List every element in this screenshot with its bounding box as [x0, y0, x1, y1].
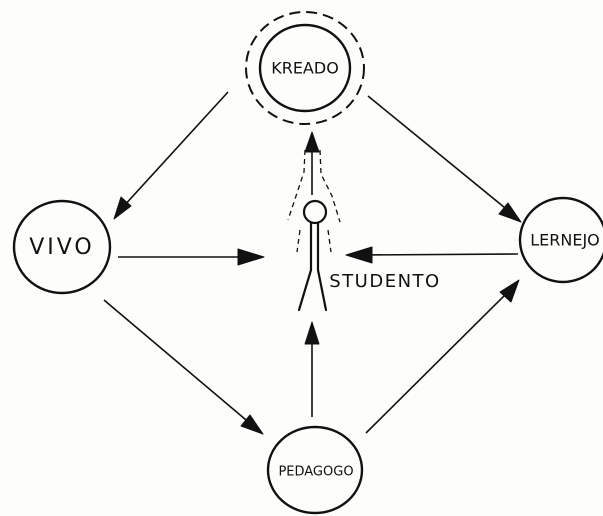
arrow-kreado-to-lernejo [367, 95, 522, 223]
edges [103, 91, 522, 435]
aura-right-short [327, 229, 332, 253]
arrow-vivo-to-pedagogo [103, 299, 264, 435]
studento-label: STUDENTO [329, 271, 440, 292]
aura-left-short [296, 229, 301, 253]
kreado-label: KREADO [271, 59, 339, 78]
arrow-pedagogo-to-studento [304, 321, 320, 417]
lernejo-label: LERNEJO [530, 231, 600, 250]
node-pedagogo: PEDAGOGO [266, 425, 364, 515]
arrow-kreado-to-vivo [113, 91, 229, 220]
lernejo-circle [518, 196, 603, 284]
arrow-lernejo-to-studento [345, 246, 519, 264]
kreado-halo [245, 11, 365, 125]
node-lernejo: LERNEJO [518, 196, 603, 284]
figure-legs [297, 268, 328, 312]
node-kreado: KREADO [245, 11, 365, 125]
pedagogo-label: PEDAGOGO [278, 465, 353, 480]
arrow-pedagogo-to-lernejo [365, 279, 520, 434]
arrow-vivo-to-studento [118, 248, 265, 266]
vivo-label: VIVO [29, 235, 95, 260]
arrow-studento-to-kreado [304, 131, 320, 195]
aura-right [319, 149, 341, 223]
node-vivo: VIVO [12, 199, 112, 295]
vivo-circle [12, 199, 112, 295]
figure-head [302, 199, 328, 225]
pedagogo-circle [266, 425, 364, 515]
figure-body [309, 221, 320, 272]
student-figure: STUDENTO [287, 149, 440, 312]
aura-left [287, 149, 306, 221]
kreado-circle [258, 23, 352, 113]
